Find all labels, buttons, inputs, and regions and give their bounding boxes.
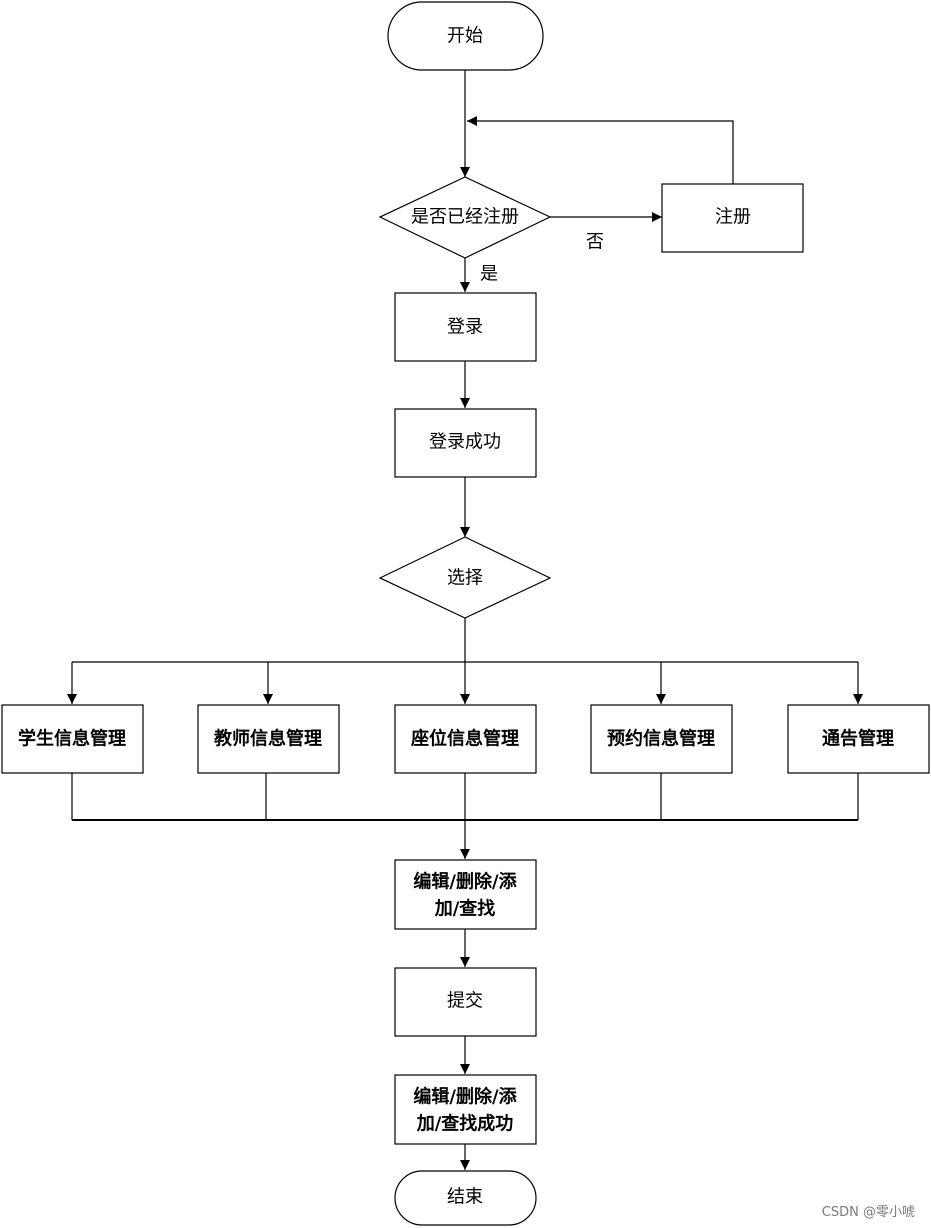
edge-label-yes: 是 <box>480 264 498 285</box>
seat-mgmt-label: 座位信息管理 <box>411 728 519 750</box>
edge-register-back <box>467 116 734 184</box>
end-label: 结束 <box>447 1187 483 1208</box>
submit-label: 提交 <box>447 991 483 1012</box>
seat-mgmt-box <box>394 704 537 774</box>
register-box <box>661 183 804 253</box>
start-terminator <box>387 1 544 71</box>
submit-box <box>394 967 537 1037</box>
notice-mgmt-box <box>787 704 930 774</box>
choose-decision <box>378 536 552 619</box>
notice-mgmt-label: 通告管理 <box>822 728 894 750</box>
edit-success-box <box>394 1074 537 1145</box>
student-mgmt-box <box>1 704 144 774</box>
login-box <box>394 292 537 362</box>
register-label: 注册 <box>715 207 751 228</box>
edit-ops-box <box>394 859 537 930</box>
edit-success-label-line1: 编辑/删除/添 <box>413 1086 517 1108</box>
booking-mgmt-label: 预约信息管理 <box>607 728 715 750</box>
student-mgmt-label: 学生信息管理 <box>18 728 126 750</box>
teacher-mgmt-label: 教师信息管理 <box>214 728 322 750</box>
login-label: 登录 <box>447 317 483 338</box>
watermark: CSDN @零小唬 <box>821 1205 915 1220</box>
booking-mgmt-box <box>590 704 733 774</box>
registered-decision <box>378 176 552 259</box>
teacher-mgmt-box <box>197 704 340 774</box>
edit-ops-label-line2: 加/查找 <box>434 898 496 920</box>
login-success-box <box>394 408 537 478</box>
edge-label-no: 否 <box>586 232 604 253</box>
edit-success-label-line2: 加/查找成功 <box>416 1113 514 1135</box>
registered-label: 是否已经注册 <box>411 207 519 228</box>
login-success-label: 登录成功 <box>429 432 501 453</box>
start-label: 开始 <box>447 26 483 47</box>
choose-label: 选择 <box>447 568 483 589</box>
end-terminator <box>394 1170 537 1226</box>
edit-ops-label-line1: 编辑/删除/添 <box>413 871 517 893</box>
